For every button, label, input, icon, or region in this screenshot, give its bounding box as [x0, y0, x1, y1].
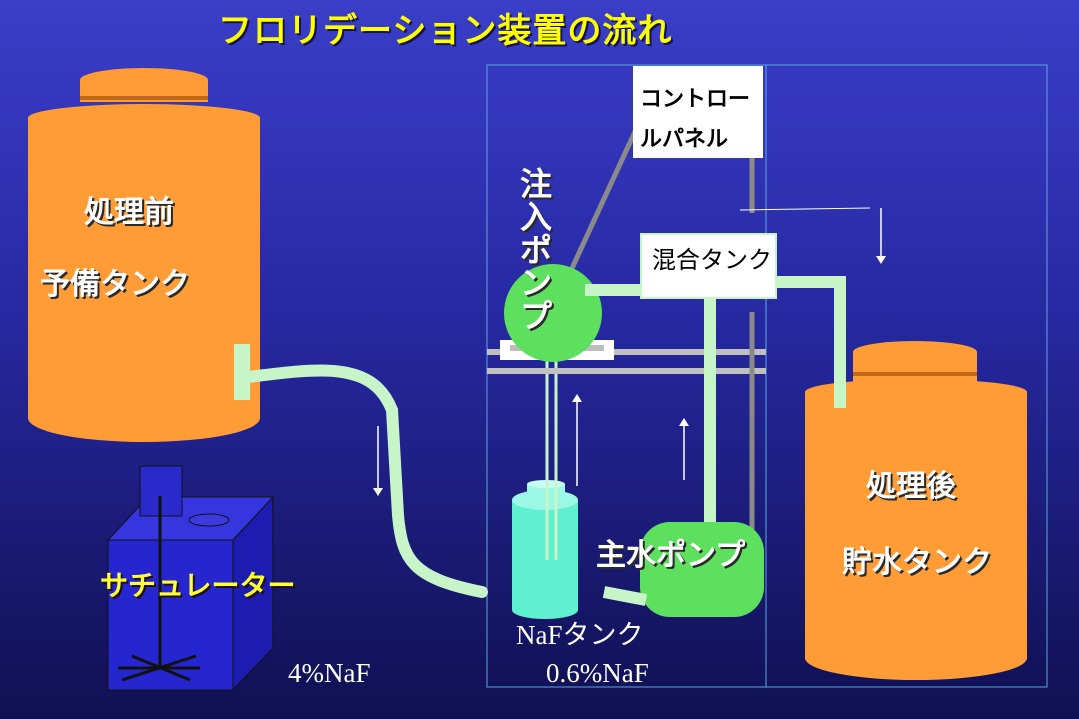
supply-hose	[234, 364, 488, 598]
naf-tank	[512, 480, 578, 619]
main-water-pump	[602, 522, 764, 617]
post-tank-label-line2: 貯水タンク	[842, 545, 992, 580]
support-bar-lower	[487, 368, 766, 374]
equipment-enclosure	[486, 64, 1048, 688]
post-treatment-tank	[805, 341, 1027, 680]
pre-treatment-tank	[28, 68, 260, 442]
mixing-tank	[640, 233, 777, 299]
main-pump-label: 主水ポンプ	[596, 538, 746, 573]
control-panel-label: コントロールパネル	[640, 87, 751, 152]
pre-tank-label-line2: 予備タンク	[40, 267, 190, 302]
post-tank-label-line1: 処理後	[866, 469, 956, 504]
saturator-container	[106, 465, 275, 692]
control-panel	[633, 66, 763, 158]
injection-pump-body	[504, 264, 602, 362]
naf-tank-concentration: 0.6%NaF	[546, 658, 649, 688]
flow-arrows	[373, 207, 886, 496]
pre-tank-label-line1: 処理前	[84, 195, 174, 230]
injection-pump-label: 注 入 ポ ン プ	[519, 165, 552, 335]
control-wire-injection	[559, 110, 647, 292]
tank-outlet-fitting	[234, 344, 250, 400]
mixing-tank-label: 混合タンク	[652, 246, 772, 274]
support-bar-upper	[487, 349, 766, 355]
saturator-concentration: 4%NaF	[288, 658, 371, 688]
naf-tank-label: NaFタンク	[516, 620, 644, 650]
saturator-label: サチュレーター	[100, 569, 296, 602]
diagram-title: フロリデーション装置の流れ	[218, 11, 673, 51]
